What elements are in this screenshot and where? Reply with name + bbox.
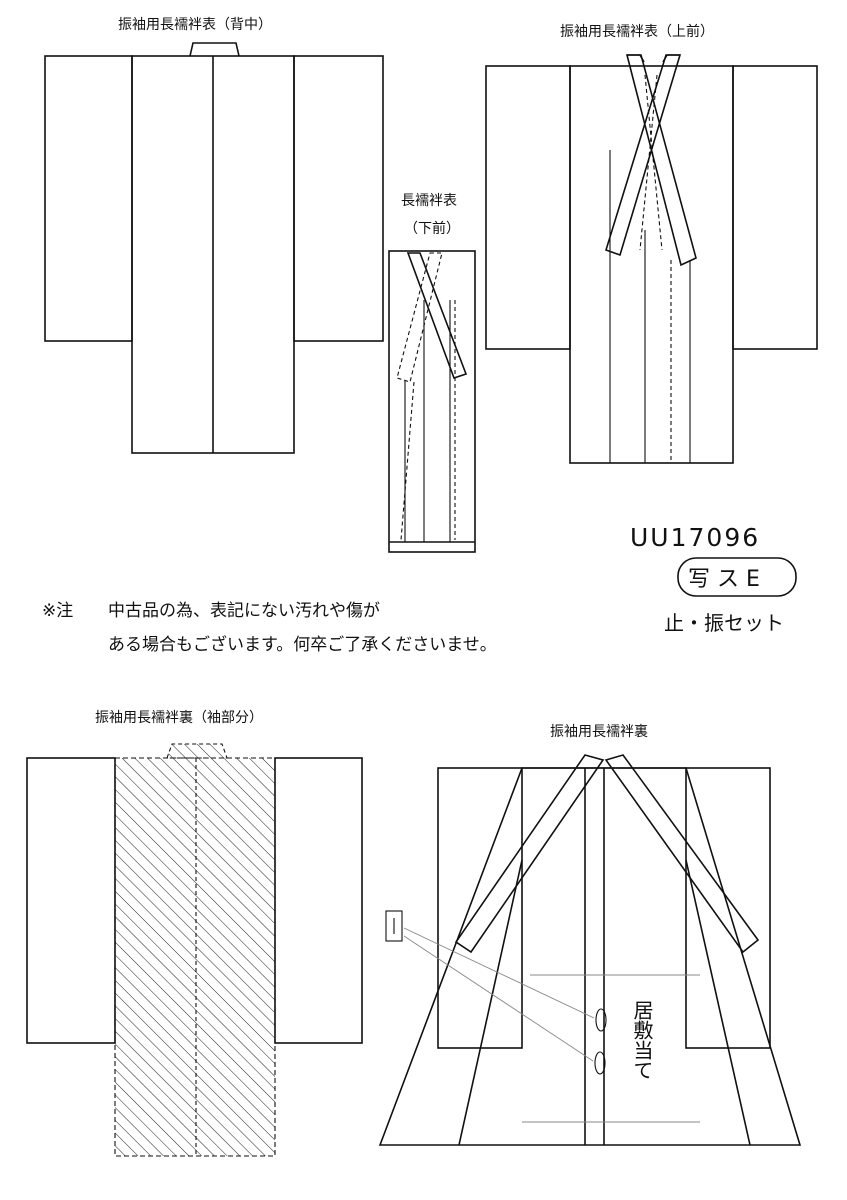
set-note: 止・振セット: [664, 611, 784, 635]
back-view-title: 振袖用長襦袢表（背中）: [118, 17, 272, 33]
lining-pointer-line: [403, 927, 595, 1019]
lining-flared-body: [378, 767, 802, 1146]
lining-sleeve-title: 振袖用長襦袢裏（袖部分）: [95, 709, 263, 726]
front-upper-diagram: 振袖用長襦袢表（上前）: [485, 23, 818, 464]
lining-sleeve-collar-tab: [166, 743, 228, 759]
disclaimer-note: ※注 中古品の為、表記にない汚れや傷が ある場合もございます。何卒ご了承ください…: [42, 601, 497, 655]
front-upper-collar-dashed: [639, 74, 658, 251]
note-line-2: ある場合もございます。何卒ご了承くださいませ。: [108, 634, 497, 655]
stamp-circle: [677, 557, 797, 597]
lining-gusset-line: [458, 859, 523, 1146]
front-lower-body: [388, 250, 476, 553]
lining-vertical-note: 居敷当て: [630, 1000, 654, 1080]
front-lower-collar-band: [406, 252, 468, 380]
front-lower-subtitle: （下前）: [404, 220, 460, 237]
lining-sleeve-diagram: 振袖用長襦袢裏（袖部分）: [26, 709, 363, 1157]
lining-title: 振袖用長襦袢裏: [550, 723, 648, 740]
lining-pointer-line: [403, 935, 594, 1062]
front-upper-collar-band: [625, 54, 697, 267]
front-lower-collar-band-hidden: [396, 252, 443, 383]
lining-mark-oval: [594, 1051, 606, 1075]
stamp-text: 写 ス E: [688, 567, 760, 592]
back-right-sleeve: [293, 55, 384, 342]
lining-gusset-line: [685, 859, 751, 1146]
lining-sleeve-left: [26, 757, 116, 1044]
note-mark: ※注: [42, 601, 73, 621]
lining-sleeve-body-hatched: [114, 757, 276, 1157]
lining-collar-band: [454, 754, 605, 954]
back-view-diagram: 振袖用長襦袢表（背中）: [44, 17, 384, 454]
front-lower-dashed-line: [400, 381, 415, 541]
front-upper-title: 振袖用長襦袢表（上前）: [560, 23, 714, 40]
handwritten-annotations: UU17096 写 ス E 止・振セット: [630, 523, 797, 635]
front-lower-title: 長襦袢表: [401, 193, 457, 209]
front-upper-left-sleeve: [485, 65, 571, 350]
front-upper-body: [569, 65, 734, 464]
lining-sleeve-right: [274, 757, 363, 1044]
back-collar-tab: [189, 42, 240, 57]
item-code: UU17096: [630, 523, 760, 552]
front-upper-collar-dashed: [644, 74, 663, 251]
front-upper-right-sleeve: [732, 65, 818, 350]
front-upper-collar-band: [605, 54, 682, 257]
front-lower-diagram: 長襦袢表 （下前）: [388, 193, 476, 553]
lining-collar-band: [604, 754, 760, 954]
lining-diagram: 振袖用長襦袢裏 居敷当て: [378, 723, 802, 1146]
lining-marker-box: [385, 910, 403, 942]
back-left-sleeve: [44, 55, 133, 342]
lining-mark-oval: [595, 1008, 607, 1032]
note-line-1: 中古品の為、表記にない汚れや傷が: [108, 601, 380, 621]
